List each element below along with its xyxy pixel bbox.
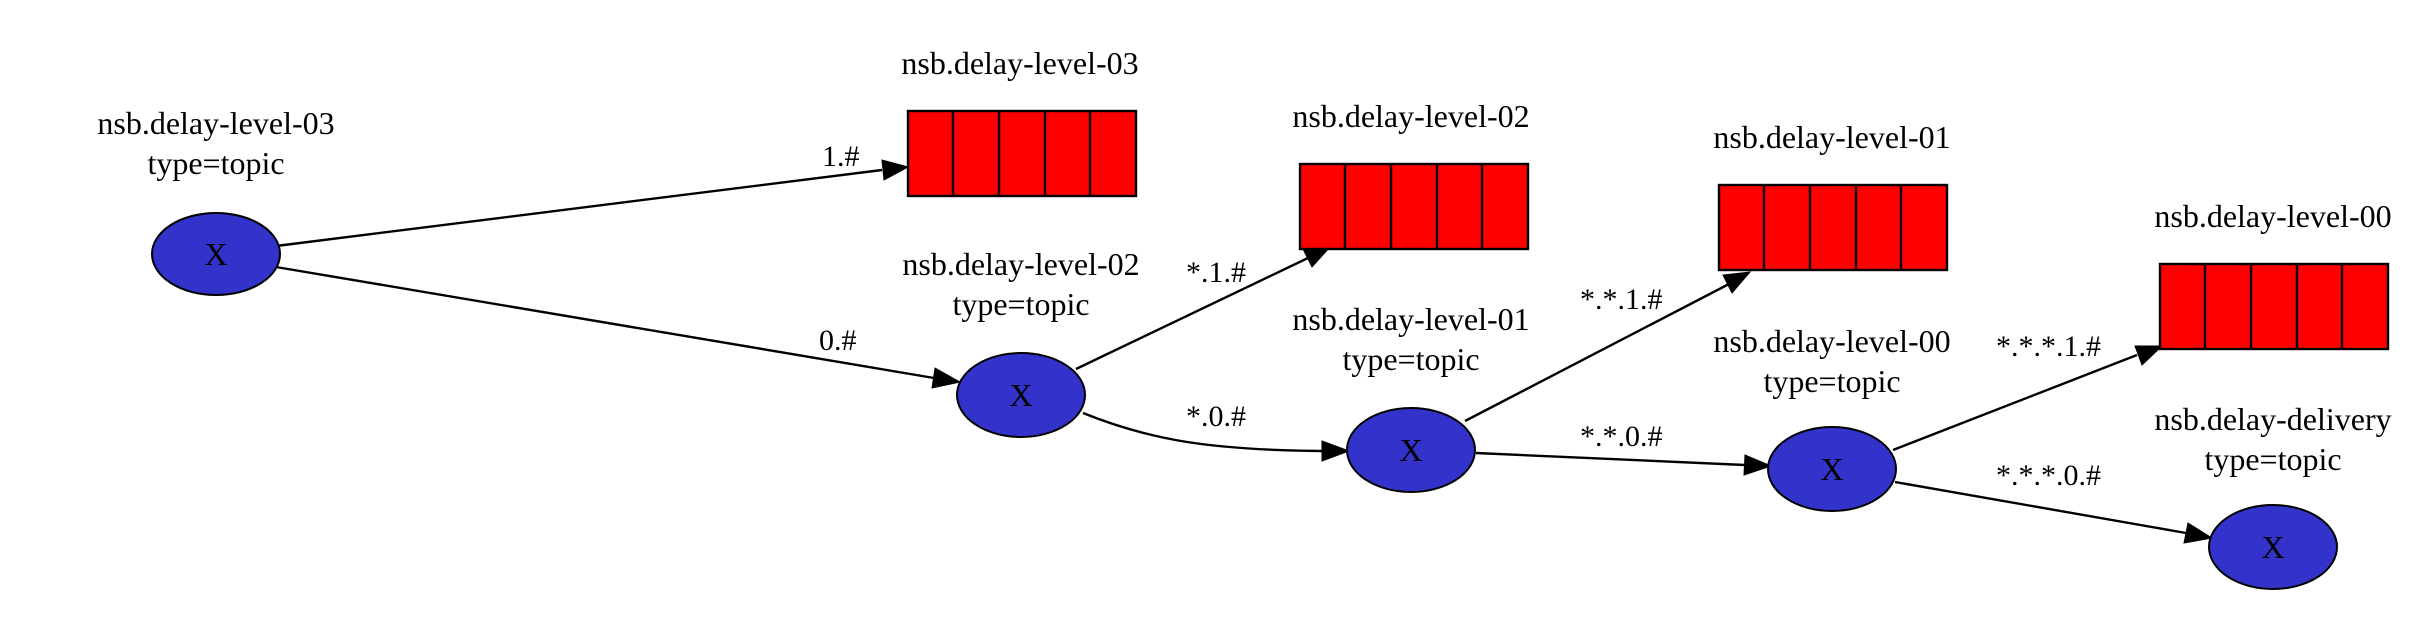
arrowhead: [2134, 345, 2164, 366]
edge-label-binding: *.*.0.#: [1580, 420, 1663, 453]
arrowhead: [2183, 522, 2214, 544]
exchange-symbol: X: [1820, 451, 1843, 487]
exchange-nsb-delay-delivery: nsb.delay-delivery type=topic X: [2154, 401, 2392, 590]
exchange-nsb-delay-level-03: nsb.delay-level-03 type=topic X: [97, 105, 335, 296]
exchange-type: type=topic: [952, 286, 1089, 322]
queue-nsb-delay-level-03: nsb.delay-level-03: [901, 45, 1139, 198]
edge-exchange03-to-queue03: 1.#: [275, 140, 910, 248]
exchange-name: nsb.delay-level-02: [902, 246, 1139, 282]
edge-exchange01-to-exchange00: *.*.0.#: [1475, 420, 1773, 476]
exchange-type: type=topic: [1763, 363, 1900, 399]
exchange-symbol: X: [1009, 377, 1032, 413]
exchange-type: type=topic: [1342, 341, 1479, 377]
edge-exchange00-to-delivery: *.*.*.0.#: [1894, 459, 2214, 544]
queue-nsb-delay-level-02: nsb.delay-level-02: [1292, 98, 1530, 251]
exchange-symbol: X: [1399, 432, 1422, 468]
exchange-icon: [956, 352, 1086, 438]
queue-name: nsb.delay-level-03: [901, 45, 1138, 81]
exchange-icon: [1767, 426, 1897, 512]
edge-exchange00-to-queue00: *.*.*.1.#: [1892, 330, 2164, 452]
edge-label-binding: *.*.*.0.#: [1996, 459, 2101, 492]
exchange-name: nsb.delay-level-00: [1713, 323, 1950, 359]
arrowhead: [1321, 440, 1351, 462]
edge-label-binding: *.1.#: [1186, 256, 1246, 289]
queue-icon: [1298, 162, 1530, 251]
queue-name: nsb.delay-level-00: [2154, 198, 2391, 234]
exchange-nsb-delay-level-02: nsb.delay-level-02 type=topic X: [902, 246, 1140, 438]
exchange-symbol: X: [2261, 529, 2284, 565]
exchange-symbol: X: [204, 236, 227, 272]
edge-label-binding: 1.#: [822, 140, 860, 173]
queue-name: nsb.delay-level-01: [1713, 119, 1950, 155]
exchange-nsb-delay-level-01: nsb.delay-level-01 type=topic X: [1292, 301, 1530, 493]
exchange-icon: [1346, 407, 1476, 493]
exchange-type: type=topic: [2204, 441, 2341, 477]
edge-label-binding: 0.#: [819, 324, 857, 357]
edge-label-binding: *.*.*.1.#: [1996, 330, 2101, 363]
edge-label-binding: *.0.#: [1186, 400, 1246, 433]
arrowhead: [1743, 454, 1773, 476]
arrowhead: [931, 367, 962, 389]
edge-exchange01-to-queue01: *.*.1.#: [1464, 271, 1752, 423]
exchange-icon: [151, 212, 281, 296]
queue-icon: [1717, 183, 1949, 272]
edges: 1.# 0.# *.1.# *.0.# *.*.1.#: [275, 140, 2214, 544]
queue-icon: [906, 109, 1138, 198]
edge-exchange02-to-exchange01: *.0.#: [1082, 400, 1351, 462]
exchange-name: nsb.delay-level-01: [1292, 301, 1529, 337]
exchange-name: nsb.delay-level-03: [97, 105, 334, 141]
arrowhead: [1722, 271, 1752, 294]
queue-nsb-delay-level-00: nsb.delay-level-00: [2154, 198, 2392, 351]
exchange-icon: [2208, 504, 2338, 590]
exchange-name: nsb.delay-delivery: [2154, 401, 2391, 437]
queue-icon: [2158, 262, 2390, 351]
arrowhead: [881, 159, 910, 181]
exchange-nsb-delay-level-00: nsb.delay-level-00 type=topic X: [1713, 323, 1951, 512]
exchange-type: type=topic: [147, 145, 284, 181]
edge-exchange03-to-exchange02: 0.#: [275, 265, 962, 389]
queue-name: nsb.delay-level-02: [1292, 98, 1529, 134]
edge-label-binding: *.*.1.#: [1580, 283, 1663, 316]
edge-exchange02-to-queue02: *.1.#: [1075, 246, 1332, 371]
queue-nsb-delay-level-01: nsb.delay-level-01: [1713, 119, 1951, 272]
